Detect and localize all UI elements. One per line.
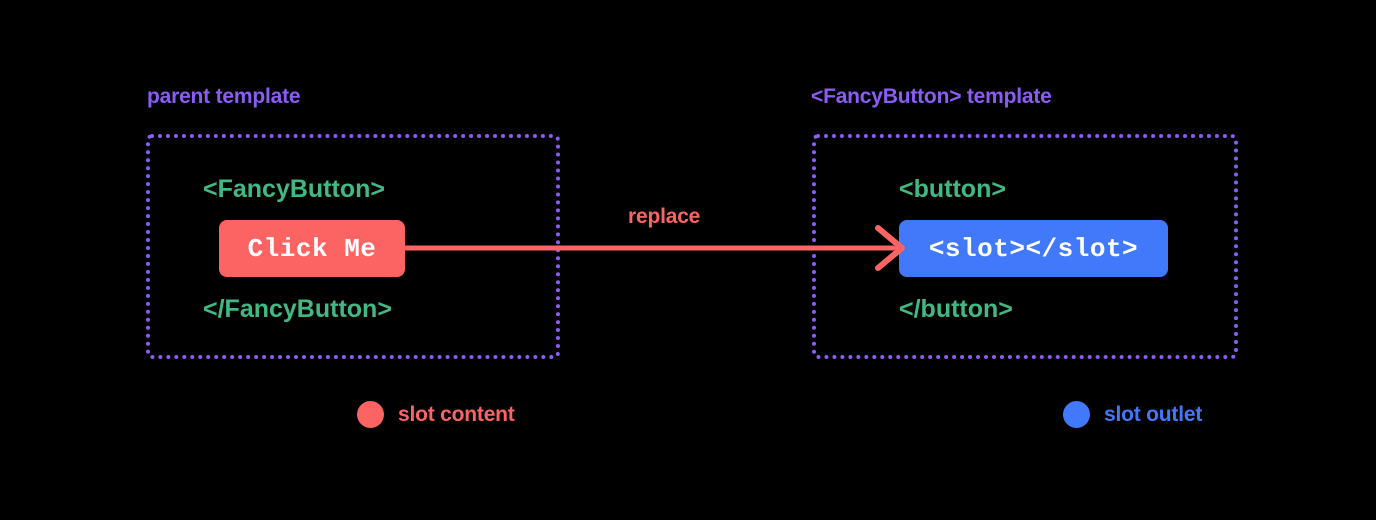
legend-label-slot-outlet: slot outlet	[1104, 402, 1203, 426]
slot-outlet-chip[interactable]: <slot></slot>	[899, 220, 1168, 277]
parent-close-tag: </FancyButton>	[203, 295, 392, 323]
legend-dot-blue-icon	[1063, 401, 1090, 428]
parent-open-tag: <FancyButton>	[203, 175, 385, 203]
replace-arrow-icon	[404, 225, 905, 271]
legend-item-slot-content: slot content	[357, 401, 515, 428]
legend-label-slot-content: slot content	[398, 402, 515, 426]
button-open-tag: <button>	[899, 175, 1006, 203]
replace-label: replace	[628, 205, 701, 228]
button-close-tag: </button>	[899, 295, 1013, 323]
fancybutton-template-caption: <FancyButton> template	[811, 85, 1052, 108]
parent-template-caption: parent template	[147, 85, 301, 108]
legend-dot-red-icon	[357, 401, 384, 428]
legend-item-slot-outlet: slot outlet	[1063, 401, 1202, 428]
slot-content-chip[interactable]: Click Me	[219, 220, 405, 277]
